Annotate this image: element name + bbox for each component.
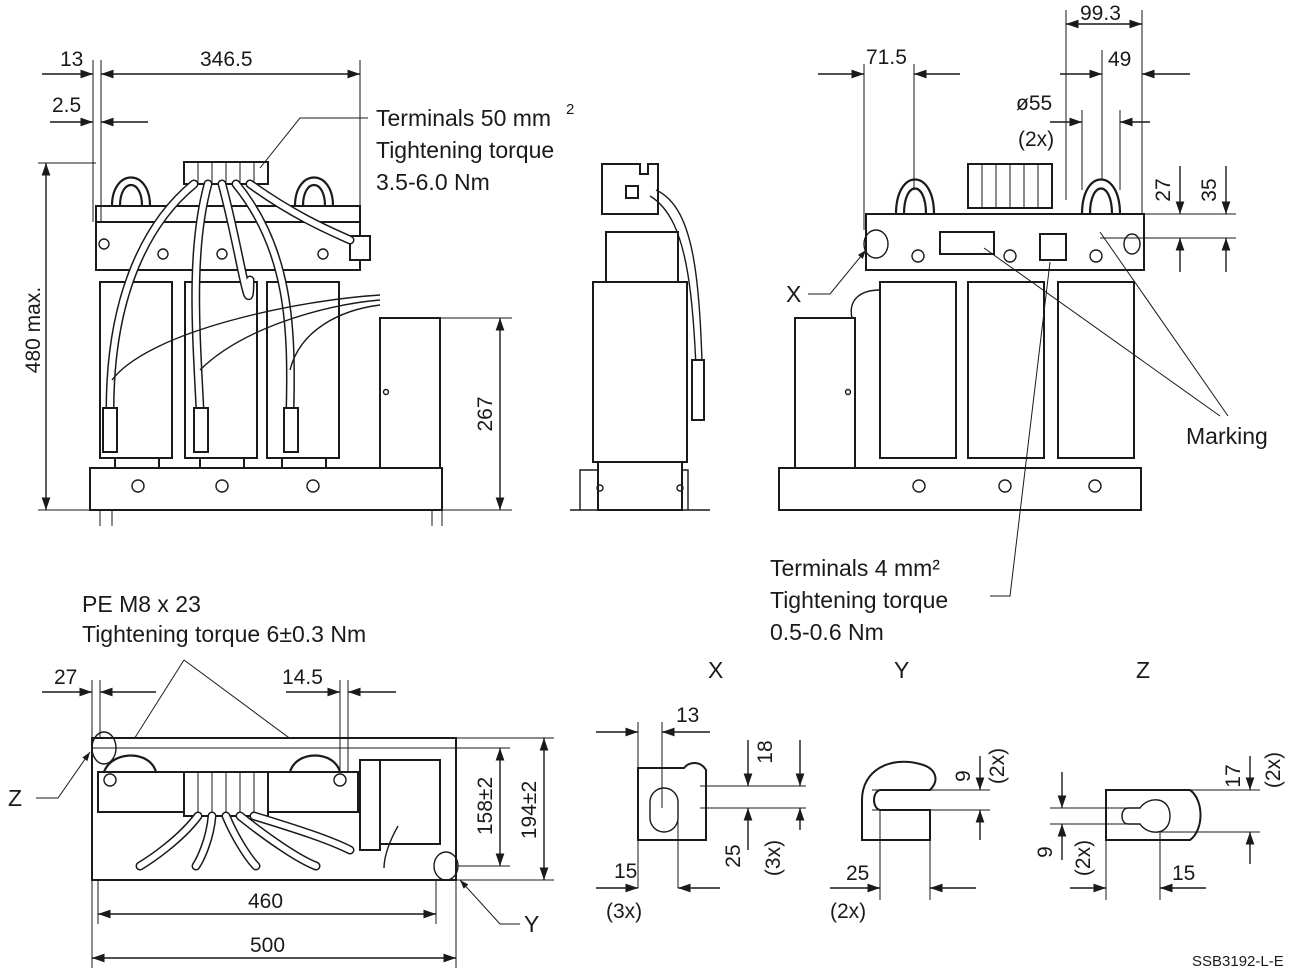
front-terminals-line3: 3.5-6.0 Nm [376,169,490,195]
detail-y-dim-9: 9 [952,770,975,782]
rear-dim-71-5: 71.5 [866,46,907,69]
detail-y: Y 9 (2x) 25 (2x) [830,657,1009,923]
front-dim-480: 480 max. [22,287,45,373]
front-dim-267: 267 [474,396,497,431]
detail-x-dim-18: 18 [754,740,777,763]
top-dim-500: 500 [250,934,285,957]
top-dim-158: 158±2 [474,777,497,835]
detail-y-dim-25-count: (2x) [830,900,866,923]
front-terminals-line2: Tightening torque [376,137,554,163]
detail-z-title: Z [1136,657,1150,683]
top-dim-460: 460 [248,890,283,913]
detail-z-dim-9-count: (2x) [1072,840,1095,876]
rear-dim-27: 27 [1152,178,1175,201]
detail-y-dim-9-count: (2x) [986,748,1009,784]
top-label-z: Z [8,785,22,811]
rear-label-x: X [786,281,801,307]
detail-x-dim-13: 13 [676,704,699,727]
drawing-id: SSB3192-L-E [1192,953,1284,970]
rear-dim-35: 35 [1198,178,1221,201]
detail-x: X 13 18 25 (3x) 15 (3x) [596,657,806,923]
top-view: PE M8 x 23 Tightening torque 6±0.3 Nm 27… [8,591,554,968]
top-dim-14-5: 14.5 [282,666,323,689]
top-dim-194: 194±2 [518,781,541,839]
detail-y-dim-25: 25 [846,862,869,885]
detail-z-dim-17: 17 [1222,764,1245,787]
rear-marking: Marking [1186,423,1268,449]
side-view [570,163,710,511]
rear-dim-49: 49 [1108,48,1131,71]
detail-z-dim-17-count: (2x) [1262,752,1285,788]
detail-z-dim-9: 9 [1034,846,1057,858]
rear-terminals-line2: Tightening torque [770,587,948,613]
rear-terminals-line3: 0.5-0.6 Nm [770,619,884,645]
rear-dim-d55: ø55 [1016,92,1052,115]
rear-dim-99-3: 99.3 [1080,2,1121,25]
front-view: 13 346.5 2.5 480 max. 267 Terminals 50 m… [22,48,574,526]
rear-terminals-line1: Terminals 4 mm² [770,555,940,581]
front-dim-13: 13 [60,48,83,71]
front-terminals-line1: Terminals 50 mm [376,105,551,131]
top-pe-line1: PE M8 x 23 [82,591,201,617]
detail-x-dim-15: 15 [614,860,637,883]
front-dim-2-5: 2.5 [52,94,81,117]
detail-z-dim-15: 15 [1172,862,1195,885]
rear-dim-d55-count: (2x) [1018,128,1054,151]
detail-y-title: Y [894,657,909,683]
front-dim-346-5: 346.5 [200,48,253,71]
detail-x-dim-25: 25 [722,844,745,867]
detail-x-dim-25-count: (3x) [762,840,785,876]
rear-view: 71.5 99.3 49 ø55 (2x) 27 35 X Marking Te… [770,2,1268,645]
detail-x-dim-15-count: (3x) [606,900,642,923]
top-pe-line2: Tightening torque 6±0.3 Nm [82,621,366,647]
detail-z: Z 17 (2x) 9 (2x) 15 [1034,657,1285,900]
front-terminals-sup: 2 [566,101,574,118]
top-label-y: Y [524,911,539,937]
detail-x-title: X [708,657,723,683]
top-dim-27: 27 [54,666,77,689]
